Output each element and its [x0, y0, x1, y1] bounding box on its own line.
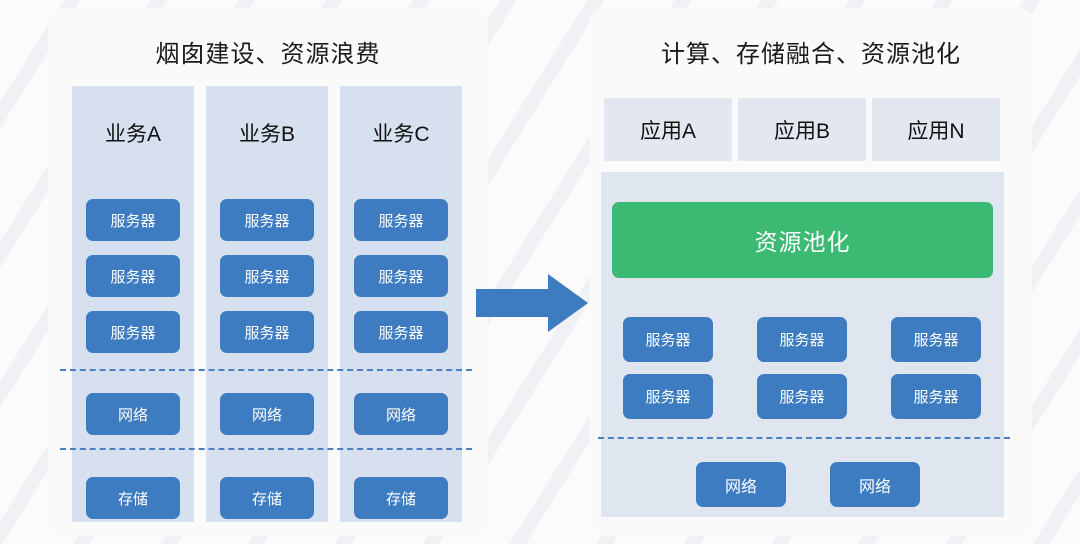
server-chip[interactable]: 服务器 [86, 199, 180, 241]
network-chip[interactable]: 网络 [830, 462, 920, 507]
right-panel-title: 计算、存储融合、资源池化 [661, 41, 961, 68]
storage-chip[interactable]: 存储 [86, 477, 180, 519]
server-chip[interactable]: 服务器 [86, 255, 180, 297]
server-chip[interactable]: 服务器 [757, 317, 847, 362]
network-chip[interactable]: 网络 [220, 393, 314, 435]
server-chip[interactable]: 服务器 [220, 199, 314, 241]
server-chip[interactable]: 服务器 [354, 199, 448, 241]
network-chip[interactable]: 网络 [696, 462, 786, 507]
resource-pool-container: 资源池化 服务器 服务器 服务器 服务器 服务器 服务器 网络 网络 [601, 172, 1004, 517]
storage-chip[interactable]: 存储 [354, 477, 448, 519]
business-column-c[interactable]: 业务C 服务器 服务器 服务器 网络 存储 [340, 86, 462, 522]
server-chip[interactable]: 服务器 [623, 374, 713, 419]
server-chip[interactable]: 服务器 [623, 317, 713, 362]
storage-layer-divider [60, 448, 472, 450]
network-chip[interactable]: 网络 [86, 393, 180, 435]
business-column-b-title: 业务B [238, 123, 295, 146]
business-column-c-title: 业务C [372, 123, 430, 146]
server-chip[interactable]: 服务器 [86, 311, 180, 353]
application-box-n[interactable]: 应用N [872, 98, 1000, 161]
business-column-a-title: 业务A [104, 123, 161, 146]
network-chip[interactable]: 网络 [354, 393, 448, 435]
server-chip[interactable]: 服务器 [220, 311, 314, 353]
left-panel-title: 烟囱建设、资源浪费 [155, 41, 381, 68]
storage-chip[interactable]: 存储 [220, 477, 314, 519]
arrow-right-icon [476, 274, 588, 332]
network-layer-divider [60, 369, 472, 371]
business-column-a[interactable]: 业务A 服务器 服务器 服务器 网络 存储 [72, 86, 194, 522]
business-column-b[interactable]: 业务B 服务器 服务器 服务器 网络 存储 [206, 86, 328, 522]
server-chip[interactable]: 服务器 [354, 311, 448, 353]
server-chip[interactable]: 服务器 [354, 255, 448, 297]
server-chip[interactable]: 服务器 [891, 374, 981, 419]
server-chip[interactable]: 服务器 [891, 317, 981, 362]
application-box-b[interactable]: 应用B [738, 98, 866, 161]
server-chip[interactable]: 服务器 [757, 374, 847, 419]
server-chip[interactable]: 服务器 [220, 255, 314, 297]
network-layer-divider [598, 437, 1010, 439]
resource-pool-bar[interactable]: 资源池化 [612, 202, 993, 278]
application-box-a[interactable]: 应用A [604, 98, 732, 161]
